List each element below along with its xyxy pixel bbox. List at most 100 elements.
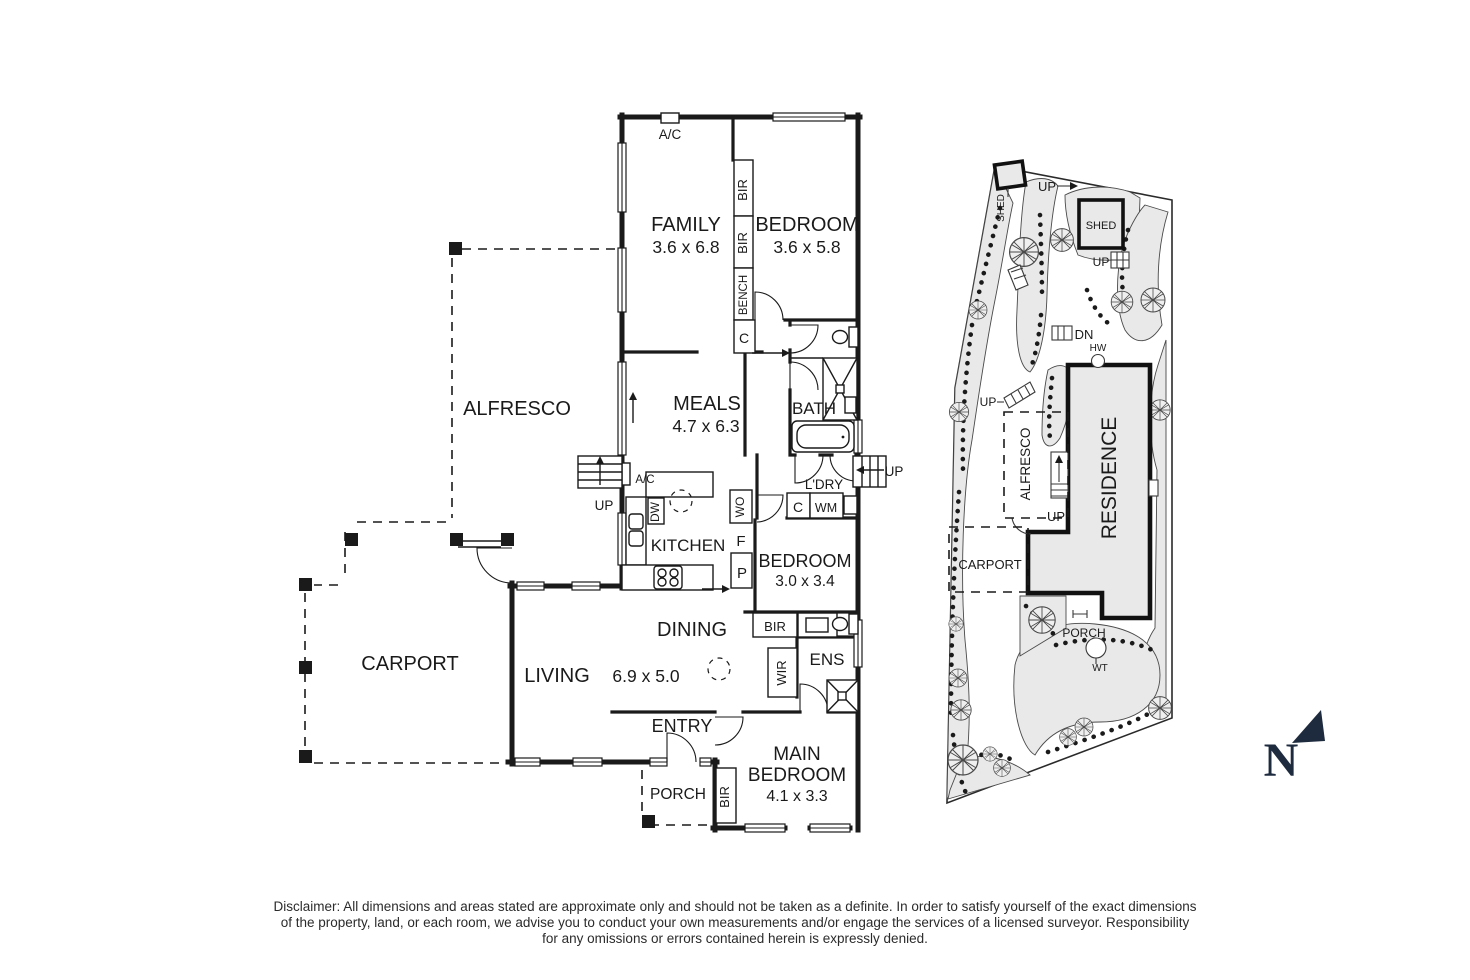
disclaimer-line-1: Disclaimer: All dimensions and areas sta… (273, 899, 1196, 914)
vanity-icon (797, 612, 838, 638)
pantry-label: P (737, 565, 747, 582)
shower-icon (826, 679, 859, 713)
floorplan-labels: A/C FAMILY 3.6 x 6.8 BEDROOM 3.6 x 5.8 B… (361, 127, 903, 808)
post-icon (299, 578, 312, 591)
window (744, 823, 786, 833)
window (572, 757, 603, 767)
bir-closet (715, 767, 737, 824)
room-porch: PORCH (650, 786, 706, 803)
site-porch-label: PORCH (1062, 626, 1105, 640)
wm-label: WM (815, 501, 837, 515)
dishwasher-icon (647, 497, 665, 525)
window (571, 581, 601, 591)
residence-stairs (1050, 451, 1069, 499)
fridge-label: F (736, 533, 745, 550)
bench-label: BENCH (738, 275, 750, 315)
room-ensuite: ENS (810, 650, 845, 669)
windows (514, 112, 863, 833)
ceiling-circle (707, 657, 731, 681)
tree-icon (1149, 399, 1171, 421)
wt-label: WT (1092, 663, 1108, 674)
up-label: UP (595, 498, 614, 513)
site-alfresco-label: ALFRESCO (1018, 428, 1033, 501)
siteplan-labels: SHED UP SHED UP DN HW UP ALFRESCO UP RES… (958, 179, 1121, 674)
window (617, 247, 627, 313)
water-tank-icon (1085, 637, 1107, 664)
room-bedroom2: BEDROOM (755, 214, 858, 236)
window (649, 757, 668, 767)
toilet-icon (831, 326, 859, 348)
north-arrowhead-icon (1292, 710, 1325, 743)
washing-machine-icon (809, 492, 844, 519)
residence-footprint (1025, 362, 1153, 621)
window (516, 581, 545, 591)
site-carport-dashed (948, 526, 1029, 593)
ac-label: A/C (635, 474, 654, 486)
post-icon (449, 242, 462, 255)
tree-icon (950, 699, 972, 721)
floorplan: A/C FAMILY 3.6 x 6.8 BEDROOM 3.6 x 5.8 B… (299, 112, 903, 833)
room-meals-dims: 4.7 x 6.3 (672, 416, 739, 436)
shed-label: SHED (996, 194, 1007, 222)
tree-icon (1140, 287, 1166, 313)
tree-icon (1050, 228, 1074, 252)
family-closet-strip (733, 159, 756, 354)
room-living: LIVING (524, 665, 590, 687)
up-label: UP (885, 464, 904, 479)
dw-label: DW (648, 501, 662, 522)
tree-icon (968, 300, 988, 320)
room-main-bedroom-1: MAIN (773, 744, 821, 765)
room-entry: ENTRY (652, 716, 713, 736)
disclaimer-line-3: for any omissions or errors contained he… (542, 931, 928, 946)
up-label: UP (1047, 509, 1065, 524)
shed-small (992, 159, 1028, 191)
room-bedroom3-dims: 3.0 x 3.4 (775, 573, 835, 590)
tree-icon (1074, 717, 1094, 737)
sink-icon (628, 513, 644, 547)
room-laundry: L'DRY (805, 477, 843, 492)
alfresco-carport-porch-dashed-boundary (304, 248, 713, 826)
hot-water-icon (1090, 353, 1106, 369)
room-carport: CARPORT (361, 653, 458, 675)
carport-lintel (458, 540, 501, 548)
room-meals: MEALS (673, 393, 741, 415)
room-family-dims: 3.6 x 6.8 (652, 237, 719, 257)
site-alfresco-dashed (1003, 411, 1069, 519)
tree-icon (948, 668, 968, 688)
up-label: UP (1093, 255, 1110, 269)
window (809, 823, 851, 833)
room-bedroom3: BEDROOM (758, 551, 851, 571)
window (617, 142, 627, 213)
ac-label: A/C (659, 127, 682, 142)
room-main-bedroom-2: BEDROOM (748, 765, 846, 786)
tree-icon (1008, 237, 1040, 267)
basin-icon (844, 396, 857, 414)
post-icon (501, 533, 514, 546)
disclaimer: Disclaimer: All dimensions and areas sta… (273, 899, 1196, 946)
post-icon (299, 661, 312, 674)
shed-large (1077, 198, 1125, 250)
residence-label: RESIDENCE (1098, 417, 1121, 540)
laundry-tub-icon (843, 495, 858, 515)
porch-step-marks (1072, 610, 1088, 618)
window (853, 419, 863, 454)
room-family: FAMILY (651, 214, 721, 236)
tree-icon (1059, 728, 1077, 746)
room-main-bedroom-dims: 4.1 x 3.3 (766, 788, 827, 805)
laundry-fixtures (786, 492, 858, 519)
kitchen-bench (621, 471, 753, 591)
post-icon (450, 533, 463, 546)
wir-label: WIR (774, 660, 789, 685)
hw-label: HW (1090, 343, 1107, 354)
site-carport-label: CARPORT (958, 557, 1021, 572)
window (617, 361, 627, 456)
tree-icon (993, 759, 1011, 777)
room-alfresco: ALFRESCO (463, 398, 571, 420)
bir-label: BIR (735, 232, 750, 254)
room-dining: DINING (657, 619, 727, 641)
exterior-landing-steps (852, 455, 887, 488)
room-bath: BATH (792, 399, 836, 418)
door-swings (476, 291, 857, 763)
north-arrow: N (1264, 710, 1325, 787)
